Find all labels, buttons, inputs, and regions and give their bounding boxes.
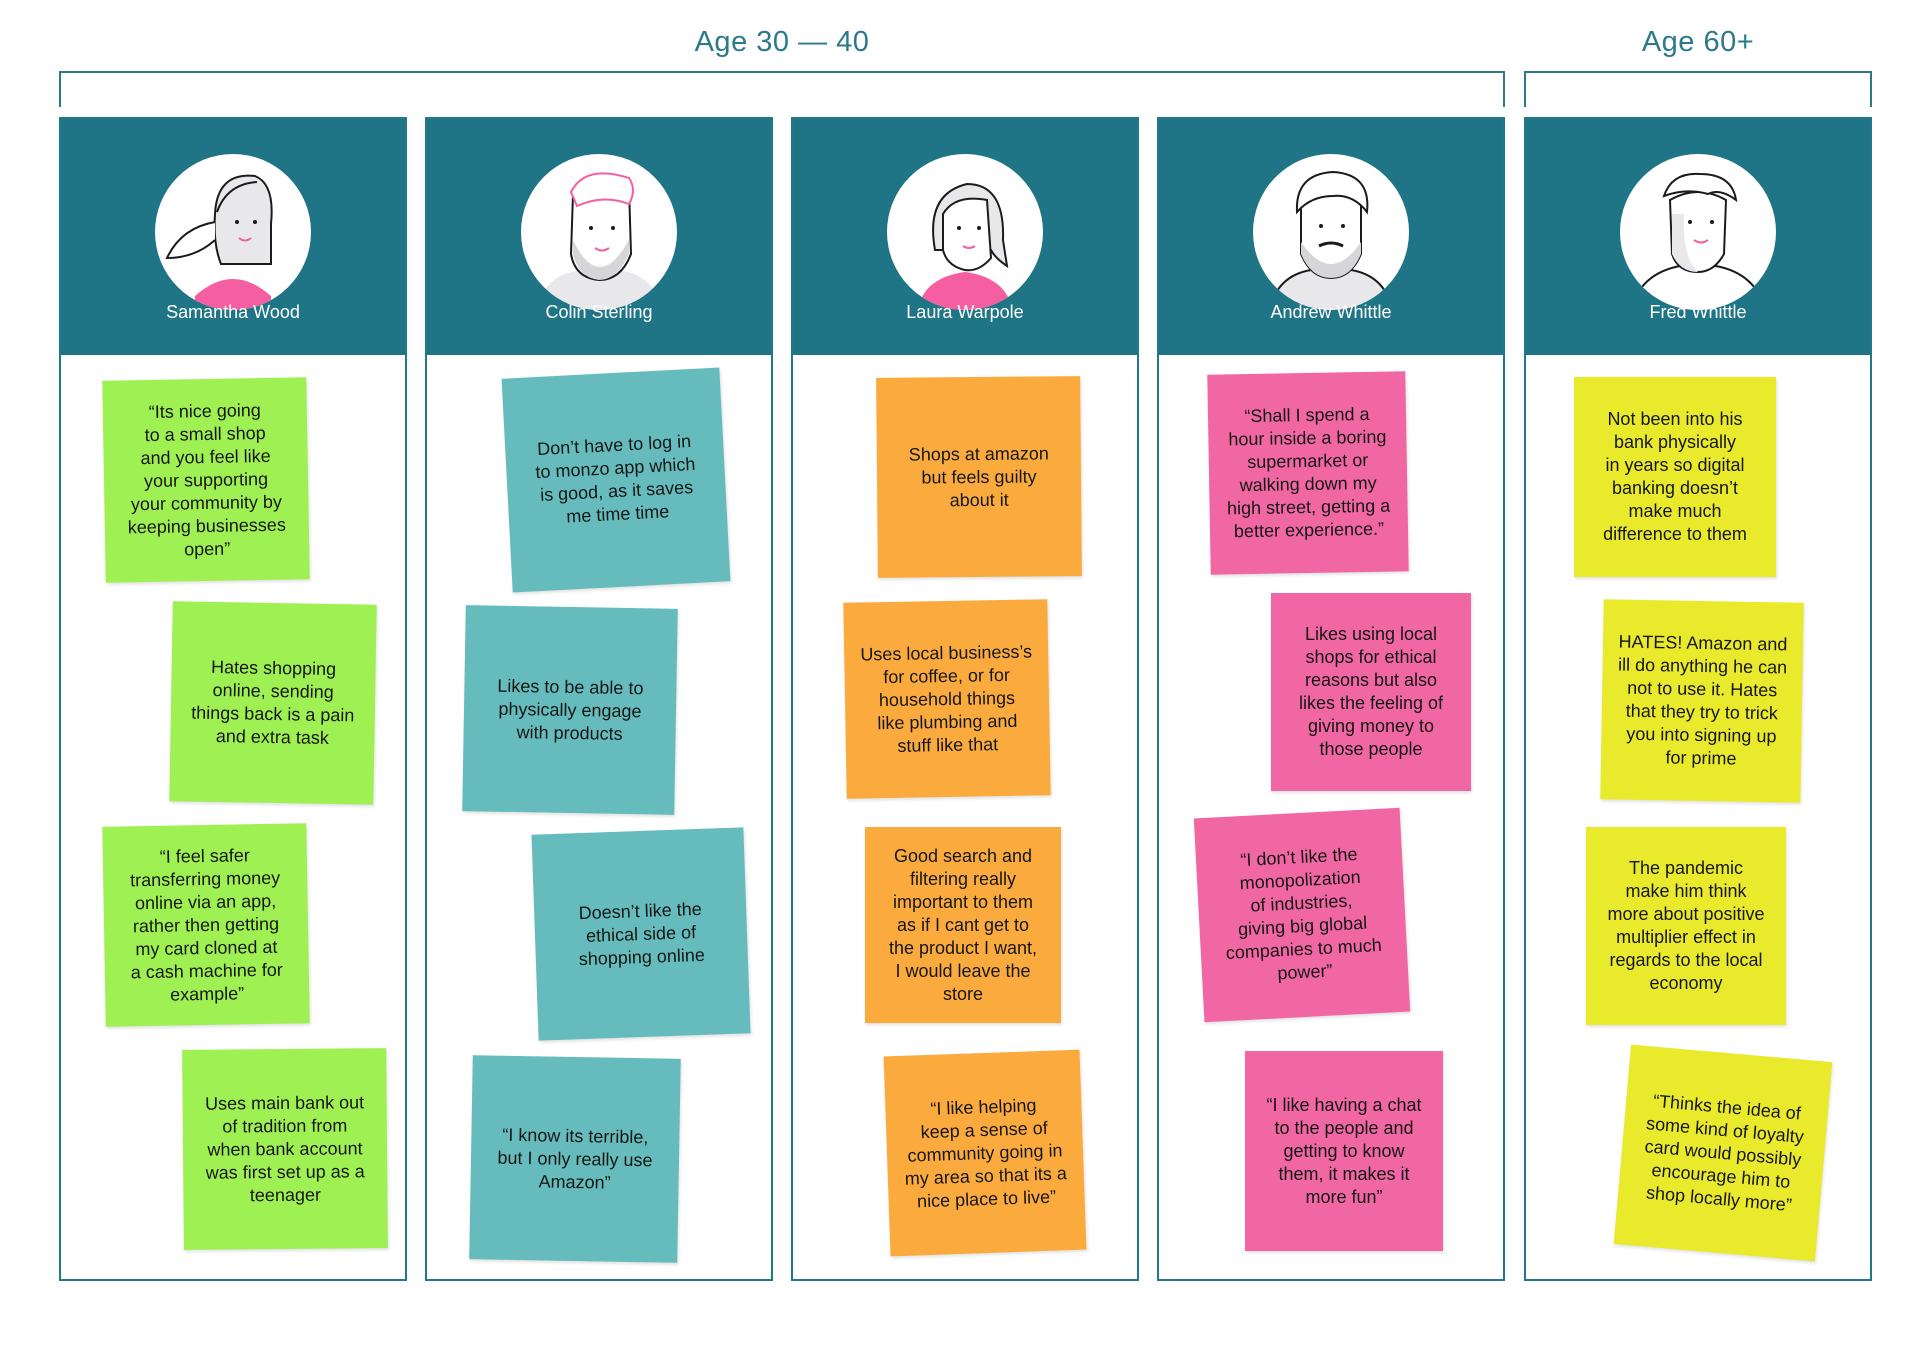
- group-bracket-age-60-plus: [1524, 71, 1872, 107]
- sticky-note: Not been into his bank physically in yea…: [1574, 377, 1776, 577]
- sticky-note: “I feel safer transferring money online …: [102, 823, 310, 1027]
- persona-header: Andrew Whittle: [1159, 119, 1503, 355]
- sticky-note: The pandemic make him think more about p…: [1586, 827, 1786, 1025]
- sticky-note: “Thinks the idea of some kind of loyalty…: [1613, 1044, 1833, 1262]
- persona-column-colin: Colin Sterling Don’t have to log in to m…: [425, 117, 773, 1281]
- sticky-note: Don’t have to log in to monzo app which …: [501, 367, 731, 593]
- sticky-note: “Shall I spend a hour inside a boring su…: [1207, 371, 1409, 575]
- woman-ponytail-avatar-icon: [155, 154, 311, 310]
- persona-name: Fred Whittle: [1649, 302, 1747, 322]
- persona-header: Samantha Wood: [61, 119, 405, 355]
- sticky-note: HATES! Amazon and ill do anything he can…: [1600, 599, 1804, 803]
- sticky-note: Doesn’t like the ethical side of shoppin…: [531, 827, 751, 1041]
- persona-name: Samantha Wood: [166, 302, 300, 322]
- sticky-note: Likes to be able to physically engage wi…: [462, 605, 678, 815]
- persona-column-fred: Fred Whittle Not been into his bank phys…: [1524, 117, 1872, 1281]
- sticky-note: Uses local business’s for coffee, or for…: [843, 599, 1051, 799]
- group-label-age-30-40: Age 30 — 40: [694, 26, 870, 58]
- persona-header: Fred Whittle: [1526, 119, 1870, 355]
- group-bracket-age-30-40: [59, 71, 1505, 107]
- persona-column-laura: Laura Warpole Shops at amazon but feels …: [791, 117, 1139, 1281]
- older-man-avatar-icon: [1620, 154, 1776, 310]
- persona-column-samantha: Samantha Wood “Its nice going to a small…: [59, 117, 407, 1281]
- persona-name: Andrew Whittle: [1270, 302, 1392, 322]
- sticky-note: “I don’t like the monopolization of indu…: [1193, 807, 1411, 1023]
- sticky-note: Shops at amazon but feels guilty about i…: [876, 376, 1082, 578]
- persona-name: Colin Sterling: [545, 302, 653, 322]
- sticky-note: Hates shopping online, sending things ba…: [169, 601, 377, 805]
- sticky-note: Likes using local shops for ethical reas…: [1271, 593, 1471, 791]
- sticky-note: Uses main bank out of tradition from whe…: [182, 1048, 388, 1250]
- persona-header: Colin Sterling: [427, 119, 771, 355]
- sticky-note: “I know its terrible, but I only really …: [469, 1055, 681, 1263]
- group-label-age-60-plus: Age 60+: [1641, 26, 1755, 58]
- bearded-man-avatar-icon: [521, 154, 677, 310]
- sticky-note: “I like having a chat to the people and …: [1245, 1051, 1443, 1251]
- persona-column-andrew: Andrew Whittle “Shall I spend a hour ins…: [1157, 117, 1505, 1281]
- sticky-note: “I like helping keep a sense of communit…: [883, 1049, 1087, 1257]
- persona-name: Laura Warpole: [906, 302, 1024, 322]
- sticky-note: Good search and filtering really importa…: [865, 827, 1061, 1023]
- mustache-man-avatar-icon: [1253, 154, 1409, 310]
- persona-header: Laura Warpole: [793, 119, 1137, 355]
- sticky-note: “Its nice going to a small shop and you …: [102, 377, 310, 583]
- woman-bob-avatar-icon: [887, 154, 1043, 310]
